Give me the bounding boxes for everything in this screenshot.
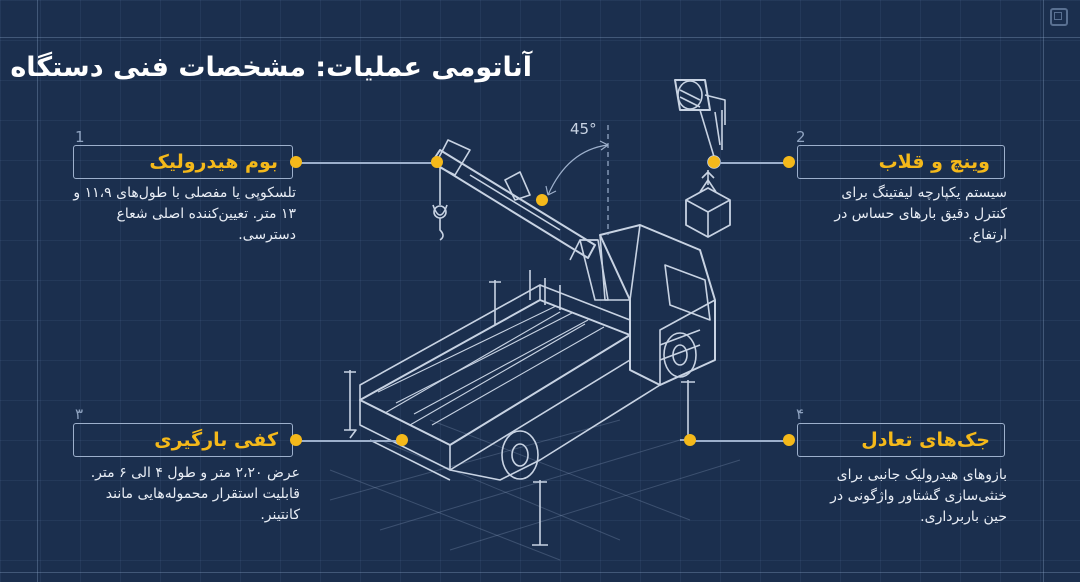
- corner-square-icon: [1050, 8, 1068, 26]
- callout-4-description: بازوهای هیدرولیک جانبی برای خنثی‌سازی گش…: [797, 465, 1007, 528]
- page-title: آناتومی عملیات: مشخصات فنی دستگاه: [10, 52, 532, 83]
- callout-4-connector: [690, 440, 794, 442]
- callout-2-label-box: وینچ و قلاب: [797, 145, 1005, 179]
- frame-left-line: [37, 0, 38, 582]
- boom-marker-dot: [536, 194, 548, 206]
- callout-3-dot: [290, 434, 302, 446]
- callout-3-label: کفی بارگیری: [154, 429, 278, 451]
- callout-1-desc-line: دسترسی.: [238, 227, 296, 243]
- callout-2-connector: [714, 162, 794, 164]
- callout-2-dot: [783, 156, 795, 168]
- callout-3-number: ۳: [75, 405, 84, 423]
- callout-1-dot: [290, 156, 302, 168]
- callout-2-label: وینچ و قلاب: [878, 151, 990, 173]
- callout-1-desc-line: تلسکوپی یا مفصلی با طول‌های ۱۱،۹ و: [73, 185, 296, 201]
- callout-3-connector: [296, 440, 401, 442]
- callout-1-label-box: بوم هیدرولیک: [73, 145, 293, 179]
- callout-3-desc-line: عرض ۲،۲۰ متر و طول ۴ الی ۶ متر.: [90, 465, 300, 481]
- callout-1-number: 1: [75, 128, 85, 146]
- callout-4-desc-line: حین باربرداری.: [920, 509, 1007, 525]
- callout-2-description: سیستم یکپارچه لیفتینگ برای کنترل دقیق با…: [800, 183, 1007, 246]
- callout-2-target-dot: [708, 156, 720, 168]
- callout-2-number: 2: [796, 128, 806, 146]
- callout-1-label: بوم هیدرولیک: [149, 151, 278, 173]
- frame-bottom-line: [0, 572, 1080, 573]
- callout-4-target-dot: [684, 434, 696, 446]
- frame-top-line: [0, 37, 1080, 38]
- callout-3-description: عرض ۲،۲۰ متر و طول ۴ الی ۶ متر. قابلیت ا…: [60, 463, 300, 526]
- callout-3-desc-line: قابلیت استقرار محموله‌هایی مانند: [105, 486, 300, 502]
- callout-4-desc-line: بازوهای هیدرولیک جانبی برای: [836, 467, 1007, 483]
- callout-1-connector: [296, 162, 436, 164]
- callout-4-desc-line: خنثی‌سازی گشتاور واژگونی در: [830, 488, 1007, 504]
- callout-2-desc-line: ارتفاع.: [968, 227, 1007, 243]
- callout-3-desc-line: کانتینر.: [260, 507, 300, 523]
- callout-4-dot: [783, 434, 795, 446]
- callout-4-number: ۴: [796, 405, 805, 423]
- frame-right-line: [1043, 0, 1044, 582]
- callout-4-label-box: جک‌های تعادل: [797, 423, 1005, 457]
- callout-3-target-dot: [396, 434, 408, 446]
- callout-2-desc-line: کنترل دقیق بارهای حساس در: [834, 206, 1007, 222]
- callout-1-target-dot: [431, 156, 443, 168]
- angle-label: 45°: [570, 120, 597, 138]
- callout-4-label: جک‌های تعادل: [861, 429, 990, 451]
- callout-1-description: تلسکوپی یا مفصلی با طول‌های ۱۱،۹ و ۱۳ مت…: [73, 183, 296, 246]
- callout-3-label-box: کفی بارگیری: [73, 423, 293, 457]
- callout-1-desc-line: ۱۳ متر. تعیین‌کننده اصلی شعاع: [116, 206, 297, 222]
- callout-2-desc-line: سیستم یکپارچه لیفتینگ برای: [841, 185, 1007, 201]
